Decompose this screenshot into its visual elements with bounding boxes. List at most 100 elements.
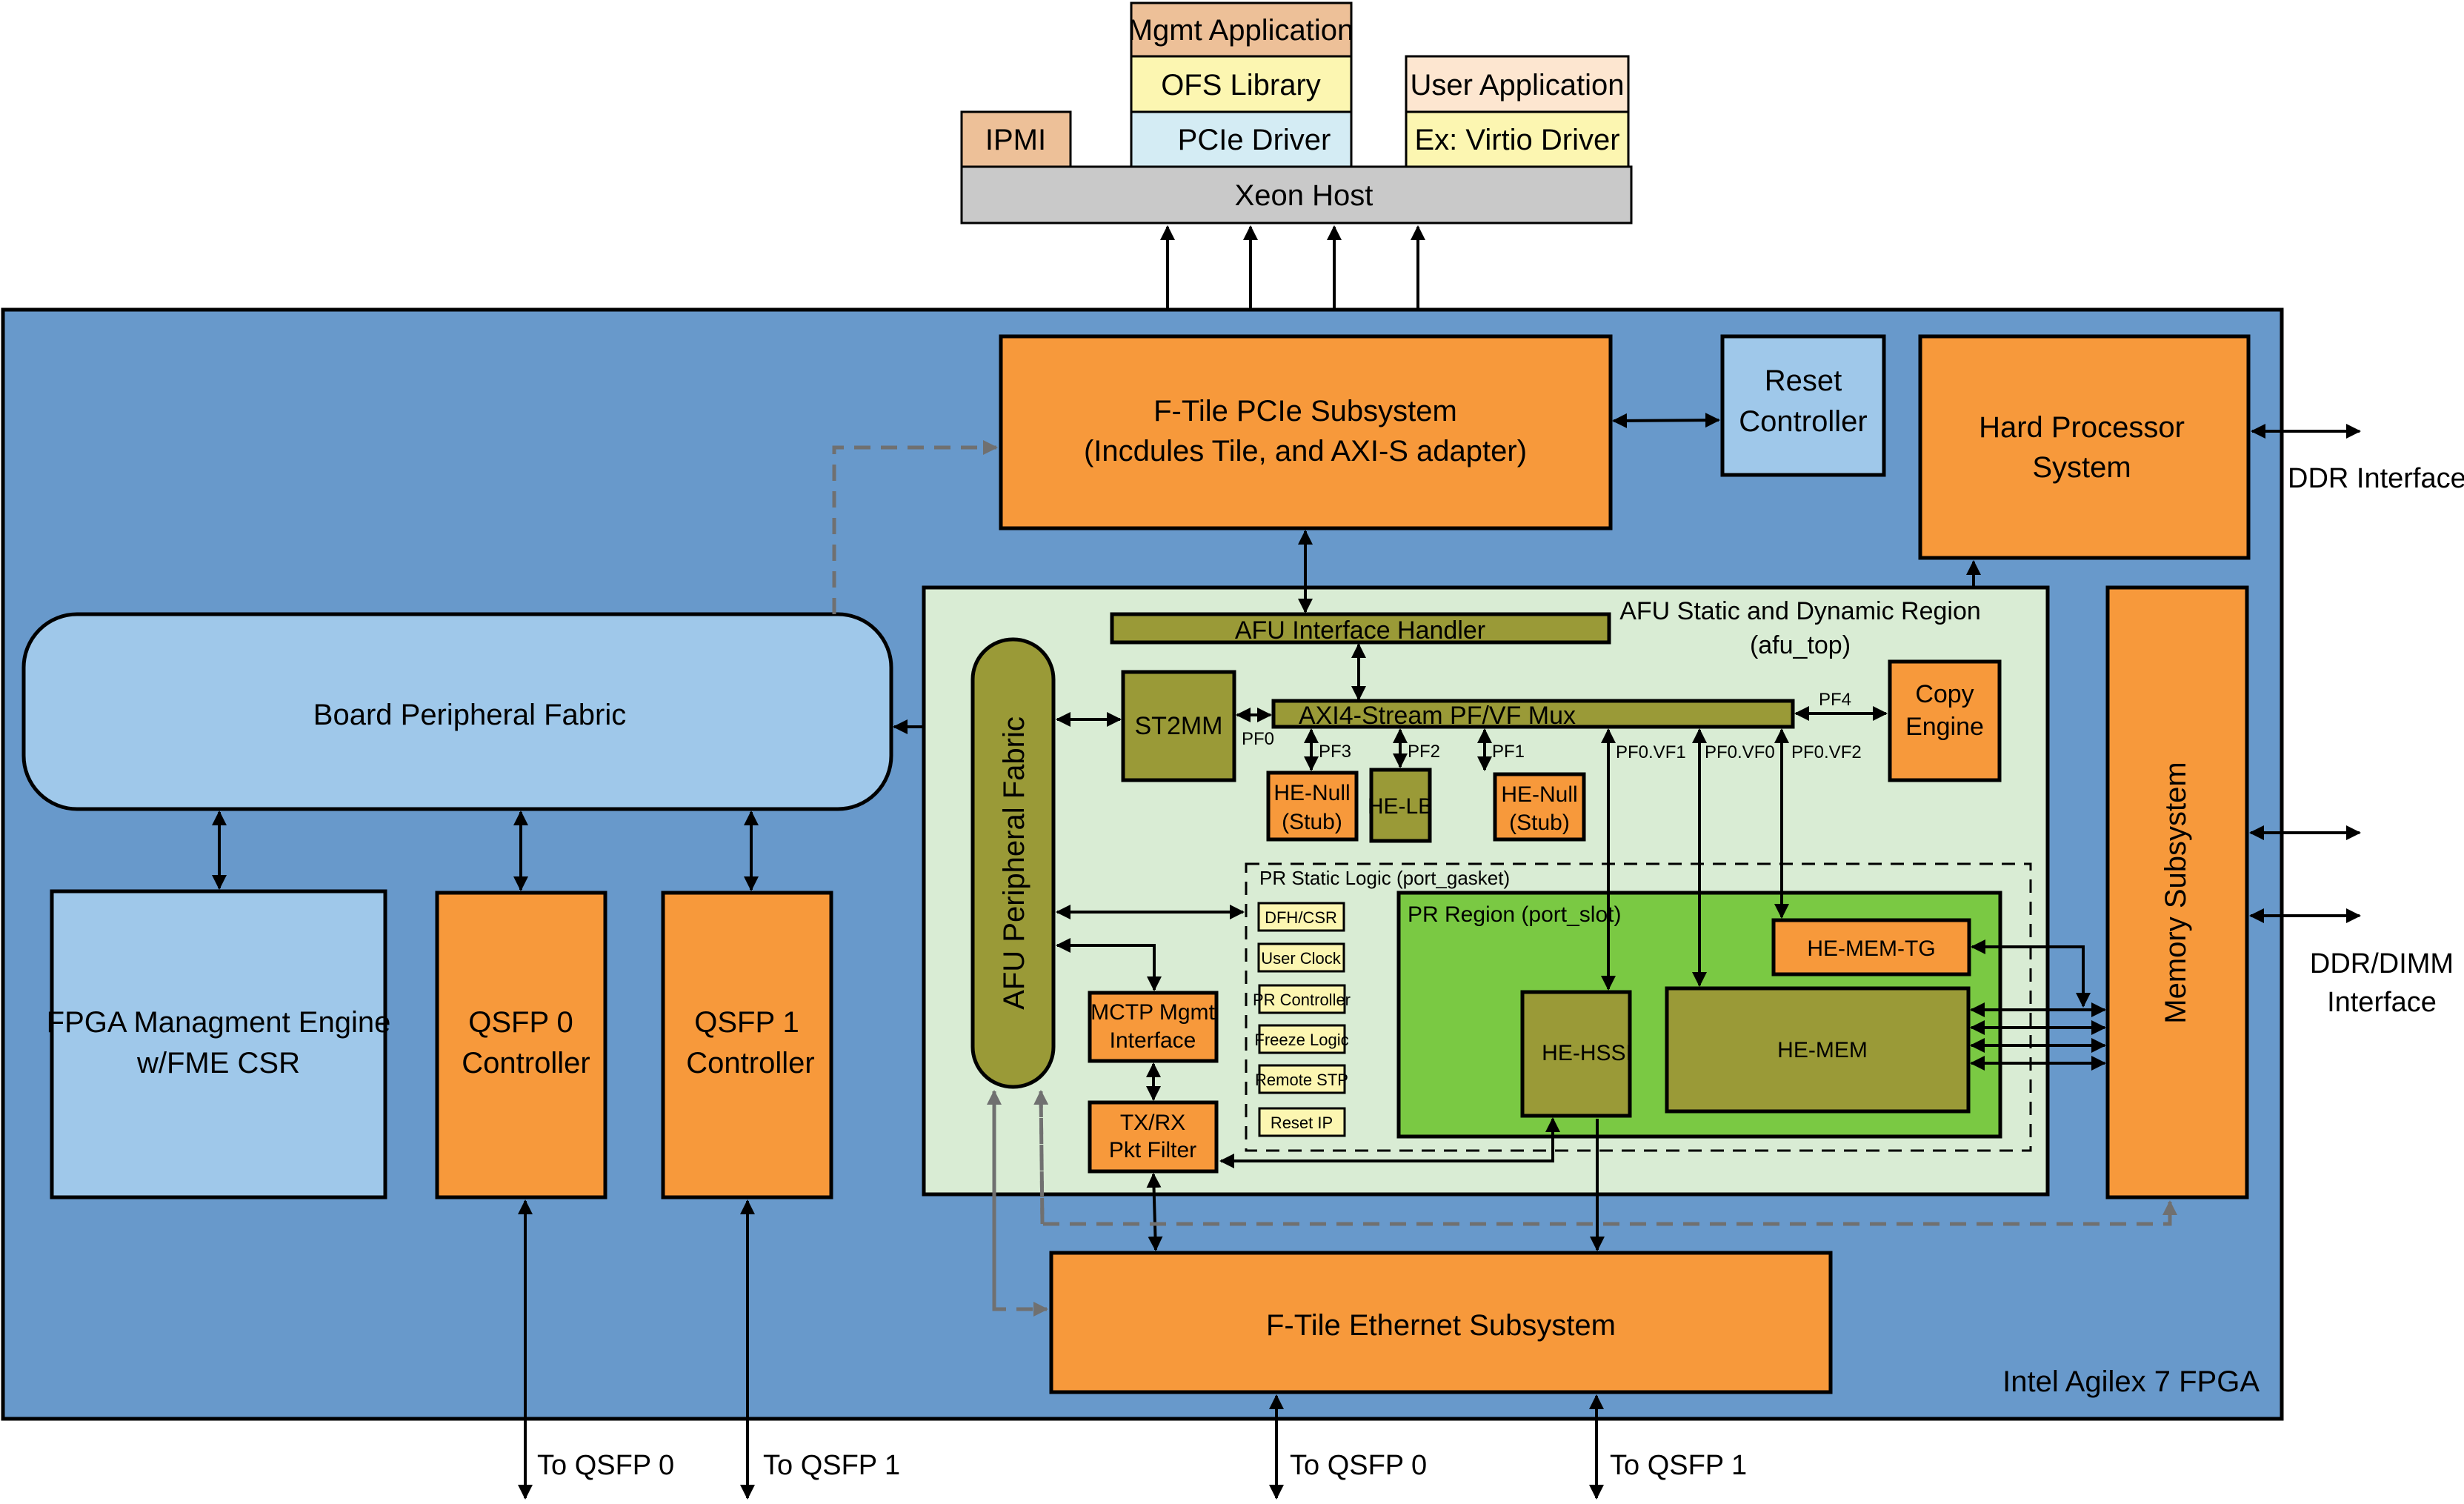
pr-region-label: PR Region (port_slot): [1408, 902, 1621, 927]
pf0-vf1-label: PF0.VF1: [1616, 742, 1686, 762]
pr-static-item-label: User Clock: [1261, 949, 1342, 968]
he-lb-label: HE-LB: [1368, 794, 1433, 819]
pkt-filter-box[interactable]: [1088, 1100, 1219, 1174]
he-hssi-box[interactable]: [1520, 990, 1632, 1118]
to-qsfp1-label-right: To QSFP 1: [1610, 1450, 1747, 1481]
afu-peripheral-fabric-label: AFU Peripheral Fabric: [998, 716, 1030, 1010]
pkt-filter-label-1: TX/RX: [1120, 1111, 1185, 1135]
afu-title-2: (afu_top): [1750, 631, 1851, 659]
to-qsfp1-label-left: To QSFP 1: [763, 1450, 900, 1481]
ethernet-subsystem-box[interactable]: [1049, 1251, 1833, 1394]
fme-label-1: FPGA Managment Engine: [47, 1006, 391, 1039]
pr-static-item-pr-controller[interactable]: [1258, 984, 1346, 1014]
to-qsfp0-label-left: To QSFP 0: [537, 1450, 674, 1481]
to-qsfp0-label-right: To QSFP 0: [1290, 1450, 1427, 1481]
pcie-driver-box[interactable]: [1130, 110, 1353, 168]
fpga-label: Intel Agilex 7 FPGA: [2002, 1365, 2260, 1398]
ethernet-subsystem-label: F-Tile Ethernet Subsystem: [1266, 1309, 1616, 1342]
he-mem-tg-label: HE-MEM-TG: [1807, 936, 1935, 961]
reset-controller-box[interactable]: [1720, 334, 1886, 477]
pkt-filter-ethernet-link: [1146, 1173, 1163, 1251]
he-hssi-label: HE-HSSI: [1542, 1041, 1632, 1065]
reset-controller-label-1: Reset: [1765, 365, 1842, 397]
board-peripheral-fabric-label: Board Peripheral Fabric: [313, 699, 626, 731]
xeon-host-box[interactable]: [960, 165, 1633, 224]
hps-label-2: System: [2032, 451, 2131, 484]
virtio-driver-label: Ex: Virtio Driver: [1414, 124, 1619, 156]
qsfp1-controller-label-1: QSFP 1: [694, 1006, 799, 1039]
qsfp0-controller-box[interactable]: [435, 891, 607, 1199]
mctp-box[interactable]: [1088, 991, 1219, 1063]
pr-static-item-freeze-logic[interactable]: [1258, 1024, 1346, 1054]
reset-dashed-fabric-link-2: [1033, 1090, 1049, 1225]
he-null-stub-2-box[interactable]: [1493, 772, 1586, 842]
fme-label-2: w/FME CSR: [136, 1047, 300, 1079]
pcie-subsystem-label-1: F-Tile PCIe Subsystem: [1153, 395, 1457, 427]
he-null-stub-1-box[interactable]: [1266, 771, 1359, 842]
pf2-label: PF2: [1408, 742, 1440, 762]
copy-engine-label-1: Copy: [1915, 680, 1974, 708]
memory-subsystem-box[interactable]: [2105, 585, 2249, 1199]
mgmt-app-box[interactable]: [1130, 1, 1353, 58]
pr-static-item-user-clock[interactable]: [1257, 942, 1345, 973]
he-mem-tg-mem-link: [1971, 939, 2091, 1008]
copy-engine-box[interactable]: [1888, 659, 2002, 782]
board-peripheral-fabric[interactable]: [21, 612, 893, 811]
afu-interface-handler[interactable]: [1110, 612, 1611, 645]
pf4-label: PF4: [1819, 690, 1851, 710]
he-mem-box[interactable]: [1665, 986, 1971, 1114]
pcie-reset-link: [1612, 413, 1720, 428]
hps-box[interactable]: [1918, 334, 2251, 560]
st2mm-label: ST2MM: [1135, 712, 1223, 740]
bpf-pcie-dashed-link: [832, 440, 998, 614]
reset-controller-label-2: Controller: [1739, 405, 1867, 438]
memory-subsystem-label: Memory Subsystem: [2160, 762, 2192, 1023]
pcie-subsystem-label-2: (Incdules Tile, and AXI-S adapter): [1084, 435, 1527, 467]
pr-static-item-remote-stp[interactable]: [1258, 1064, 1346, 1094]
pf0-vf0-label: PF0.VF0: [1705, 742, 1775, 762]
pr-static-item-dfh-csr[interactable]: [1257, 902, 1345, 932]
qsfp0-controller-label-1: QSFP 0: [468, 1006, 573, 1039]
ddr-interface-label: DDR Interface: [2288, 463, 2464, 494]
st2mm-box[interactable]: [1121, 670, 1236, 782]
pr-static-items: DFH/CSR User Clock PR Controller Freeze …: [1253, 902, 1351, 1137]
ofs-library-label: OFS Library: [1161, 69, 1321, 102]
he-mem-tg-box[interactable]: [1771, 918, 1971, 976]
afu-interface-handler-label: AFU Interface Handler: [1235, 616, 1485, 645]
hps-label-1: Hard Processor: [1979, 411, 2185, 444]
pf3-label: PF3: [1319, 742, 1351, 762]
copy-engine-label-2: Engine: [1905, 713, 1984, 741]
pkt-filter-label-2: Pkt Filter: [1109, 1138, 1196, 1162]
fme-box[interactable]: [50, 889, 387, 1199]
fabric-mctp-link: [1056, 938, 1162, 991]
virtio-driver-box[interactable]: [1405, 110, 1630, 168]
mctp-label-2: Interface: [1110, 1028, 1196, 1053]
pr-static-item-label: Reset IP: [1271, 1114, 1333, 1132]
afu-title-1: AFU Static and Dynamic Region: [1619, 597, 1981, 625]
pf1-label: PF1: [1492, 742, 1525, 762]
user-app-label: User Application: [1410, 69, 1624, 102]
pfvf-mux[interactable]: [1271, 699, 1795, 729]
he-mem-label: HE-MEM: [1777, 1038, 1868, 1062]
pr-static-item-label: DFH/CSR: [1265, 908, 1337, 927]
he-null-1-label-2: (Stub): [1282, 810, 1342, 834]
pf0-vf2-label: PF0.VF2: [1791, 742, 1862, 762]
pr-static-item-label: PR Controller: [1253, 991, 1351, 1009]
he-null-2-label-2: (Stub): [1509, 811, 1570, 835]
pf0-label: PF0: [1242, 729, 1274, 749]
he-lb-box-rect[interactable]: [1369, 768, 1432, 843]
qsfp1-controller-box[interactable]: [661, 891, 833, 1199]
pr-static-logic-label: PR Static Logic (port_gasket): [1259, 867, 1510, 889]
pcie-driver-label: PCIe Driver: [1178, 124, 1331, 156]
afu-peripheral-fabric[interactable]: [970, 637, 1056, 1089]
ipmi-box[interactable]: [960, 110, 1072, 168]
ipmi-label: IPMI: [985, 124, 1046, 156]
mctp-label-1: MCTP Mgmt: [1091, 1000, 1215, 1025]
pcie-subsystem-box[interactable]: [999, 334, 1613, 530]
pfvf-mux-label: AXI4-Stream PF/VF Mux: [1299, 702, 1576, 730]
he-hssi-pkt-filter-link: [1219, 1117, 1560, 1168]
xeon-host-label: Xeon Host: [1235, 179, 1373, 212]
ddr-dimm-label-1: DDR/DIMM: [2310, 948, 2454, 979]
he-null-1-label-1: HE-Null: [1273, 781, 1350, 805]
